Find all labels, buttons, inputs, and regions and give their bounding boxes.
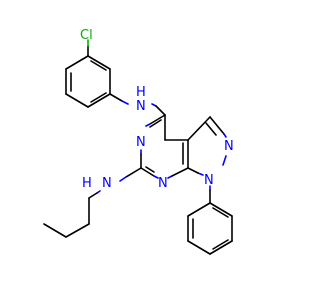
nh-c4-bond	[155, 105, 166, 116]
pyrazole-nitrogen-1-label: N	[204, 173, 214, 188]
chlorophenyl-ring	[65, 55, 111, 108]
pyrazole-nitrogen-2-label: N	[224, 139, 234, 154]
chlorine-atom-label: Cl	[80, 28, 93, 43]
propyl-chain	[43, 190, 101, 238]
ring-n-bond	[109, 93, 123, 102]
ring-n-bond-colored	[121, 100, 129, 105]
phenyl-ring	[187, 202, 233, 255]
propylamine-nitrogen-label: N	[102, 176, 112, 191]
pyrazole-ring	[187, 116, 227, 176]
aniline-hydrogen-label: H	[136, 85, 146, 100]
pyrimidine-nitrogen-bottom-label: N	[158, 176, 168, 191]
propylamine-hydrogen-label: H	[82, 176, 92, 191]
pyrimidine-ring	[140, 114, 189, 179]
pyrimidine-nitrogen-top-label: N	[136, 135, 146, 150]
aniline-nitrogen-label: N	[136, 99, 146, 114]
molecule-diagram: Cl N H N N N N H N	[43, 28, 234, 255]
c6-nh-bond-colored	[119, 176, 127, 182]
c6-nh-bond	[125, 167, 142, 178]
